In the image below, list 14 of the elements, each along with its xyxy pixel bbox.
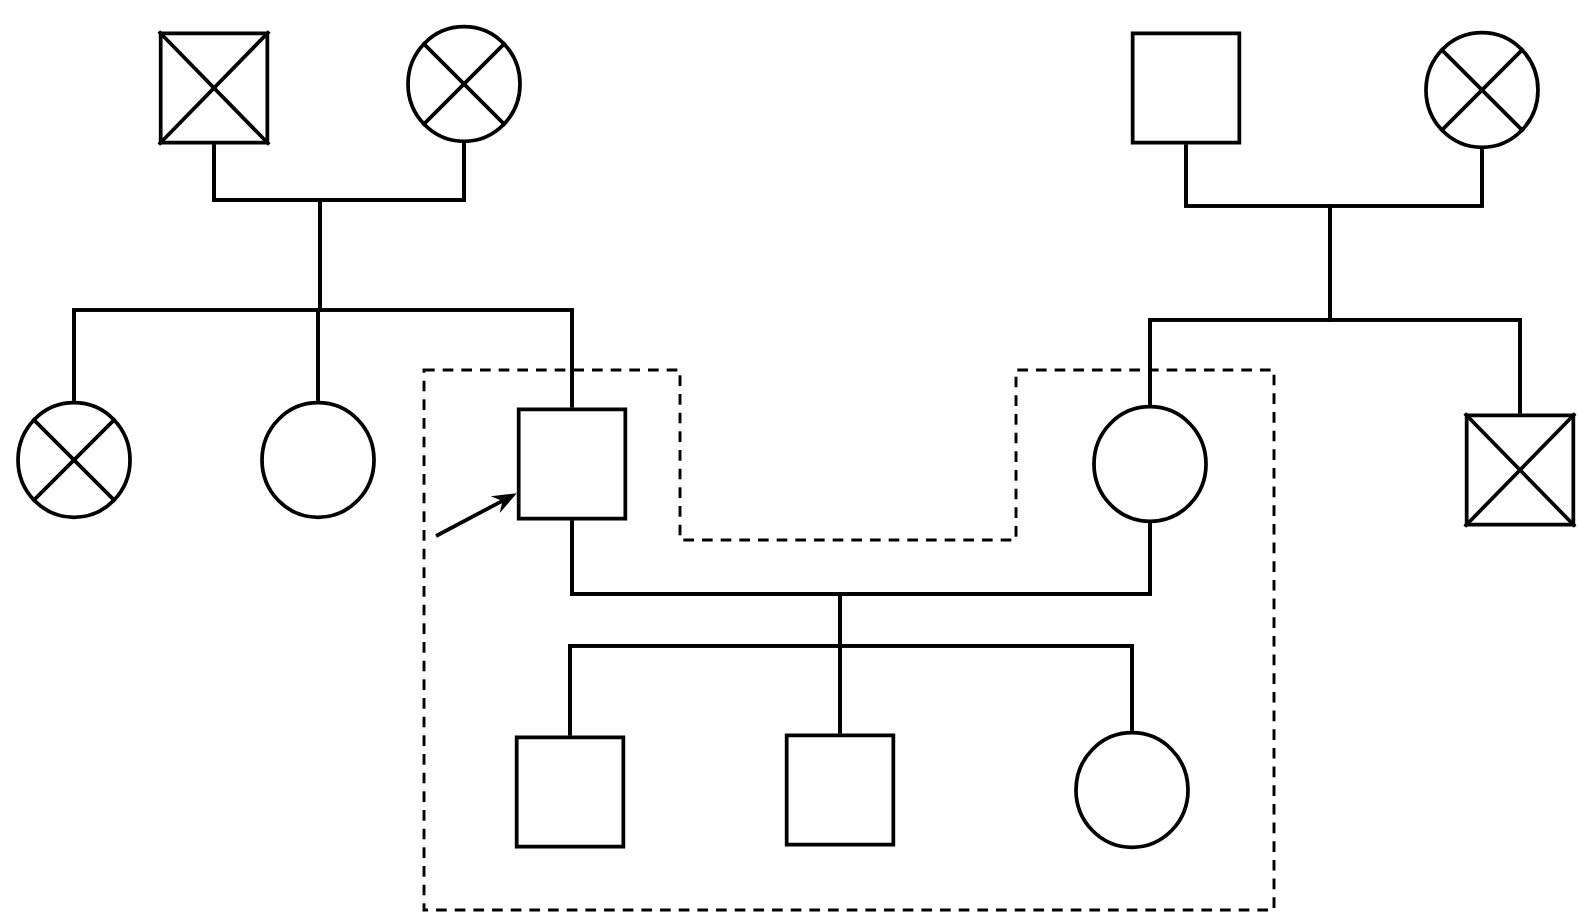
- circle-symbol: [260, 400, 376, 520]
- circle-symbol: [1074, 730, 1190, 850]
- crossed-circle-symbol: [1424, 30, 1540, 150]
- crossed-square-symbol: [1463, 412, 1577, 528]
- crossed-circle-symbol: [16, 400, 132, 520]
- crossed-square-symbol: [157, 30, 271, 146]
- square-symbol: [784, 733, 896, 847]
- square-symbol: [514, 735, 626, 849]
- pedigree-line: [318, 143, 574, 408]
- pedigree-line: [1328, 149, 1522, 414]
- crossed-circle-symbol: [406, 24, 522, 144]
- circle-symbol: [1092, 404, 1208, 524]
- square-symbol: [516, 407, 628, 521]
- square-symbol: [1130, 31, 1242, 145]
